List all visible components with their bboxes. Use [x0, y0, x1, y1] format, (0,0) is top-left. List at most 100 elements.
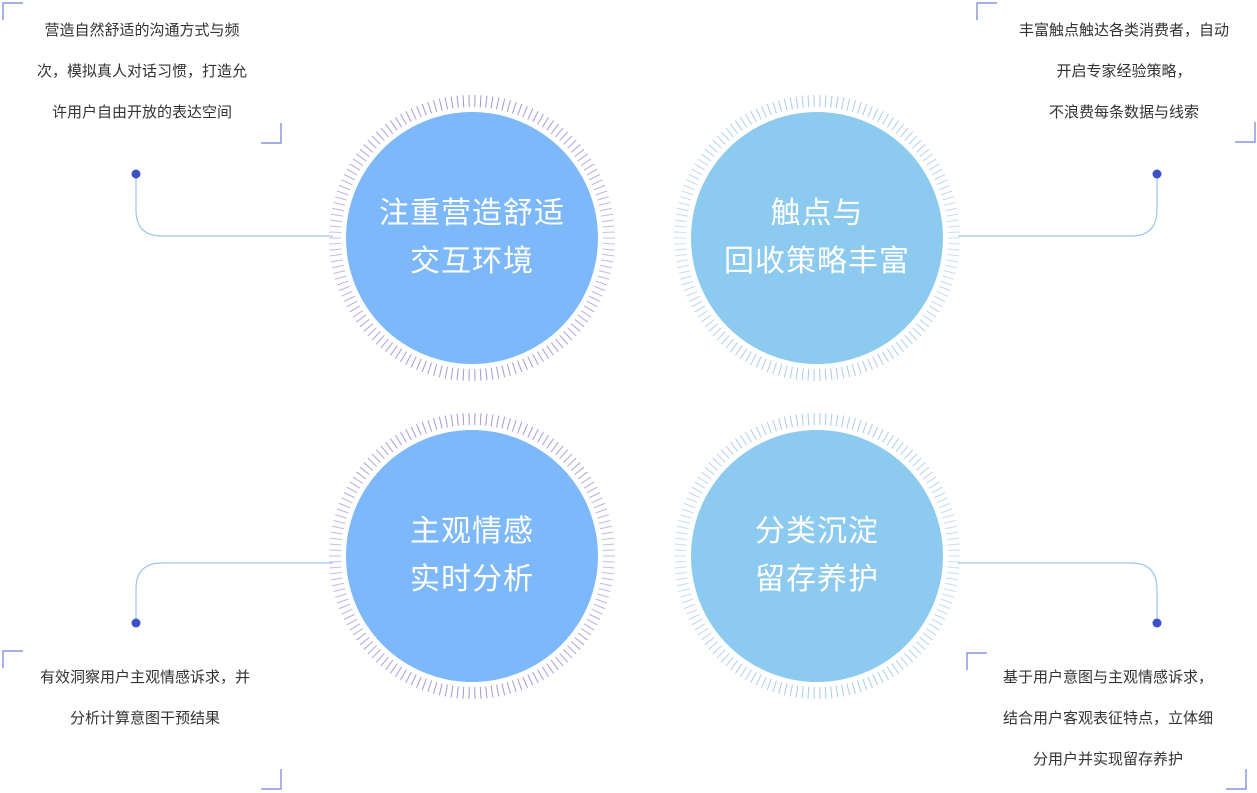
- ring-tick: [541, 666, 550, 678]
- ring-tick: [574, 636, 585, 646]
- ring-tick: [674, 248, 687, 251]
- dot-top-left: [131, 169, 141, 179]
- ring-tick: [512, 101, 517, 114]
- ring-tick: [421, 103, 427, 116]
- ring-tick: [490, 685, 494, 698]
- ring-tick: [720, 449, 730, 459]
- ring-tick: [330, 577, 343, 581]
- ring-tick: [567, 645, 577, 655]
- ring-tick: [600, 582, 612, 587]
- ring-tick: [940, 280, 953, 286]
- ring-tick: [330, 219, 343, 223]
- ring-tick: [938, 285, 951, 292]
- ring-tick: [943, 519, 956, 524]
- ring-tick: [559, 653, 569, 663]
- ring-tick: [341, 179, 353, 186]
- ring-tick: [946, 577, 959, 581]
- ring-tick: [882, 113, 889, 125]
- ring-tick: [338, 184, 351, 191]
- ring-tick: [456, 368, 459, 381]
- description-bottom-left: 有效洞察用户主观情感诉求，并 分析计算意图干预结果: [20, 657, 270, 739]
- ring-tick: [349, 481, 361, 489]
- ring-tick: [598, 270, 611, 275]
- ring-tick: [934, 173, 946, 181]
- ring-tick: [501, 365, 506, 378]
- ring-tick: [730, 441, 739, 452]
- ring-tick: [601, 531, 614, 535]
- ring-tick: [512, 419, 517, 432]
- ring-tick: [593, 502, 606, 509]
- ring-tick: [496, 366, 500, 379]
- ring-tick: [527, 108, 534, 120]
- ring-tick: [332, 525, 344, 530]
- ring-tick: [704, 148, 715, 158]
- description-line: 丰富触点触达各类消费者，自动: [1018, 21, 1229, 39]
- ring-tick: [761, 105, 767, 118]
- ring-tick: [349, 305, 361, 313]
- ring-tick: [697, 476, 709, 484]
- ring-tick: [678, 519, 691, 524]
- description-line: 分用户并实现留存养护: [1032, 750, 1183, 768]
- ring-tick: [574, 148, 585, 158]
- tick-ring-bottom-right: [674, 413, 960, 699]
- ring-tick: [427, 680, 432, 693]
- ring-tick: [789, 97, 793, 110]
- ring-tick: [942, 275, 955, 280]
- ring-tick: [438, 98, 443, 111]
- ring-tick: [900, 338, 909, 349]
- description-line: 分析计算意图干预结果: [69, 709, 220, 727]
- ring-tick: [385, 123, 394, 134]
- ring-tick: [938, 603, 951, 610]
- ring-tick: [912, 139, 922, 149]
- ring-tick: [835, 414, 839, 427]
- ring-tick: [462, 95, 465, 108]
- ring-tick: [915, 462, 926, 471]
- ring-tick: [872, 426, 879, 438]
- ring-tick: [851, 364, 856, 376]
- bracket-br-close: [1226, 769, 1247, 790]
- ring-tick: [506, 418, 511, 430]
- ring-tick: [708, 462, 719, 471]
- circle-bottom-right: [691, 430, 943, 682]
- circle-top-left: [346, 112, 598, 364]
- ring-tick: [708, 323, 719, 332]
- ring-tick: [367, 457, 377, 467]
- ring-tick: [330, 537, 343, 541]
- ring-tick: [546, 120, 555, 131]
- ring-tick: [683, 184, 696, 191]
- ring-tick: [462, 368, 465, 381]
- connector-top-left: [135, 174, 333, 237]
- ring-tick: [597, 275, 610, 280]
- ring-tick: [416, 676, 422, 689]
- ring-tick: [332, 264, 344, 269]
- ring-tick: [688, 491, 700, 499]
- description-line: 次，模拟真人对话习惯，打造允: [36, 62, 247, 80]
- ring-tick: [532, 111, 539, 123]
- ring-tick: [405, 353, 412, 365]
- ring-tick: [716, 331, 726, 341]
- ring-tick: [674, 543, 687, 546]
- ring-tick: [433, 682, 438, 694]
- ring-tick: [886, 434, 895, 446]
- ring-tick: [789, 366, 793, 379]
- ring-tick: [824, 95, 827, 108]
- ring-tick: [400, 669, 407, 681]
- ring-tick: [694, 305, 706, 313]
- ring-tick: [745, 351, 752, 363]
- ring-tick: [380, 445, 389, 456]
- ring-tick: [580, 628, 592, 636]
- ring-tick: [801, 95, 804, 108]
- ring-tick: [851, 418, 856, 430]
- ring-tick: [589, 613, 601, 621]
- ring-tick: [522, 676, 528, 689]
- ring-tick: [433, 364, 438, 376]
- ring-tick: [334, 593, 347, 598]
- ring-tick: [943, 270, 956, 275]
- tick-ring-bottom-left: [329, 413, 615, 699]
- ring-tick: [674, 566, 687, 569]
- ring-tick: [338, 285, 351, 292]
- ring-tick: [739, 666, 748, 678]
- ring-tick: [882, 431, 889, 443]
- ring-tick: [925, 310, 937, 318]
- ring-tick: [772, 419, 777, 432]
